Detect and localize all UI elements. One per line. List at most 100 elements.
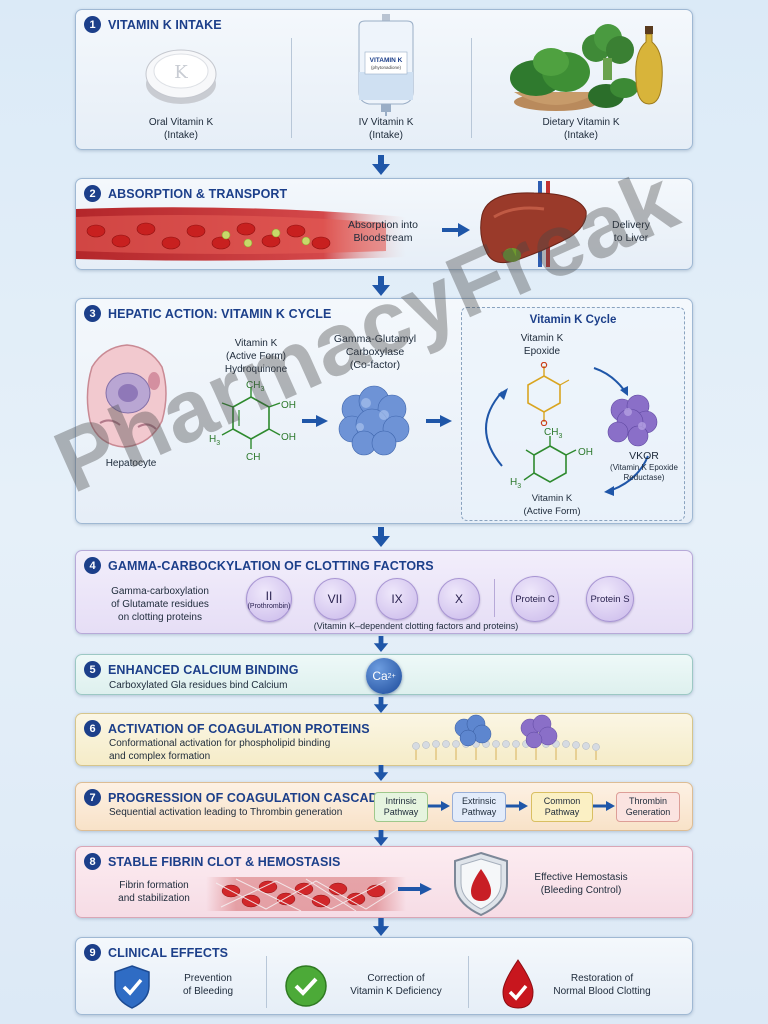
cascade-arrow — [506, 801, 528, 811]
section-title: STABLE FIBRIN CLOT & HEMOSTASIS — [108, 854, 341, 869]
section-vitamin-k-intake: 1 VITAMIN K INTAKE K Oral Vitamin K(Inta… — [75, 9, 693, 150]
h3-label: H3 — [209, 434, 221, 447]
dietary-intake-caption: Dietary Vitamin K(Intake) — [542, 117, 620, 141]
section-gamma-carboxylation: 4 GAMMA-CARBOCKYLATION OF CLOTTING FACTO… — [75, 550, 693, 634]
flow-down-arrow — [373, 697, 389, 713]
vitamin-k-hydroquinone-caption: Vitamin K(Active Form)Hydroquinone — [224, 338, 288, 375]
methyl-group-label: CH3 — [246, 380, 265, 393]
section-header: 8 STABLE FIBRIN CLOT & HEMOSTASIS — [84, 853, 341, 870]
oral-intake-caption: Oral Vitamin K(Intake) — [148, 117, 214, 141]
divider — [494, 579, 495, 617]
hydroxyl-label-bottom: OH — [281, 432, 296, 443]
af-methyl-label: CH3 — [544, 427, 563, 440]
section-coagulation-cascade: 7 PROGRESSION OF COAGULATION CASCADE Seq… — [75, 782, 693, 831]
flow-down-arrow — [373, 636, 389, 652]
section-header: 2 ABSORPTION & TRANSPORT — [84, 185, 287, 202]
section-header: 5 ENHANCED CALCIUM BINDING — [84, 661, 299, 678]
membrane-proteins-illustration — [412, 714, 600, 760]
section-header: 3 HEPATIC ACTION: VITAMIN K CYCLE — [84, 305, 331, 322]
cascade-arrow — [428, 801, 450, 811]
check-circle-icon — [285, 965, 327, 1007]
section-activation-proteins: 6 ACTIVATION OF COAGULATION PROTEINS Con… — [75, 713, 693, 766]
carboxylase-protein-illustration — [338, 385, 410, 456]
section-title: GAMMA-CARBOCKYLATION OF CLOTTING FACTORS — [108, 558, 434, 573]
flow-right-arrow — [398, 883, 432, 895]
factors-note: (Vitamin K–dependent clotting factors an… — [313, 621, 519, 631]
step-number: 7 — [84, 789, 101, 806]
flow-down-arrow — [373, 830, 389, 846]
flow-down-arrow — [372, 918, 390, 936]
flow-right-arrow — [426, 415, 452, 427]
section-title: VITAMIN K INTAKE — [108, 17, 222, 32]
section-header: 7 PROGRESSION OF COAGULATION CASCADE — [84, 789, 386, 806]
vkor-protein-illustration — [607, 394, 658, 447]
flow-down-arrow — [372, 527, 390, 547]
flow-right-arrow — [302, 415, 328, 427]
hydroquinone-structure — [221, 387, 281, 449]
liver-illustration — [480, 181, 587, 267]
section-header: 4 GAMMA-CARBOCKYLATION OF CLOTTING FACTO… — [84, 557, 434, 574]
step-number: 1 — [84, 16, 101, 33]
protein-c-badge: Protein C — [511, 576, 559, 622]
flow-down-arrow — [372, 155, 390, 175]
section-title: HEPATIC ACTION: VITAMIN K CYCLE — [108, 306, 332, 321]
af-hydroxyl-label: OH — [578, 447, 593, 458]
flow-down-arrow — [372, 276, 390, 296]
iv-intake-caption: IV Vitamin K(Intake) — [358, 117, 414, 141]
section-header: 6 ACTIVATION OF COAGULATION PROTEINS — [84, 720, 370, 737]
step-number: 3 — [84, 305, 101, 322]
shield-check-icon — [114, 965, 150, 1009]
divider — [468, 956, 469, 1008]
divider — [266, 956, 267, 1008]
blood-drop-check-icon — [502, 959, 534, 1009]
section-title: ACTIVATION OF COAGULATION PROTEINS — [108, 721, 370, 736]
iv-bag-label: VITAMIN K — [370, 57, 403, 64]
pill-letter: K — [174, 62, 188, 83]
factor-ix-badge: IX — [376, 578, 418, 620]
oral-pill-illustration: K — [145, 49, 217, 104]
factor-x-badge: X — [438, 578, 480, 620]
iv-bag-illustration: VITAMIN K (phytonadione) — [358, 14, 414, 116]
blood-vessel-illustration — [76, 207, 406, 261]
step-number: 9 — [84, 944, 101, 961]
iv-bag-sublabel: (phytonadione) — [371, 65, 402, 70]
section-header: 9 CLINICAL EFFECTS — [84, 944, 228, 961]
cascade-description: Sequential activation leading to Thrombi… — [109, 807, 343, 818]
section-title: CLINICAL EFFECTS — [108, 945, 229, 960]
dietary-greens-illustration — [510, 24, 663, 111]
section-hepatic-action: 3 HEPATIC ACTION: VITAMIN K CYCLE Hepato… — [75, 298, 693, 524]
cycle-arrows — [485, 367, 649, 496]
cycle-title: Vitamin K Cycle — [529, 314, 617, 326]
section-title: PROGRESSION OF COAGULATION CASCADE — [108, 790, 387, 805]
active-form-caption: Vitamin K(Active Form) — [523, 493, 581, 517]
fibrin-clot-illustration — [206, 877, 406, 912]
hepatocyte-label: Hepatocyte — [105, 458, 157, 469]
step-number: 4 — [84, 557, 101, 574]
step-number: 5 — [84, 661, 101, 678]
hydroxyl-label-top: OH — [281, 400, 296, 411]
step-number: 2 — [84, 185, 101, 202]
ch-label: CH — [246, 452, 261, 463]
protein-s-badge: Protein S — [586, 576, 634, 622]
calcium-description: Carboxylated Gla residues bind Calcium — [109, 680, 288, 691]
section-title: ABSORPTION & TRANSPORT — [108, 186, 288, 201]
section-calcium-binding: 5 ENHANCED CALCIUM BINDING Carboxylated … — [75, 654, 693, 695]
epoxide-structure — [527, 362, 570, 426]
section-header: 1 VITAMIN K INTAKE — [84, 16, 222, 33]
step-number: 6 — [84, 720, 101, 737]
